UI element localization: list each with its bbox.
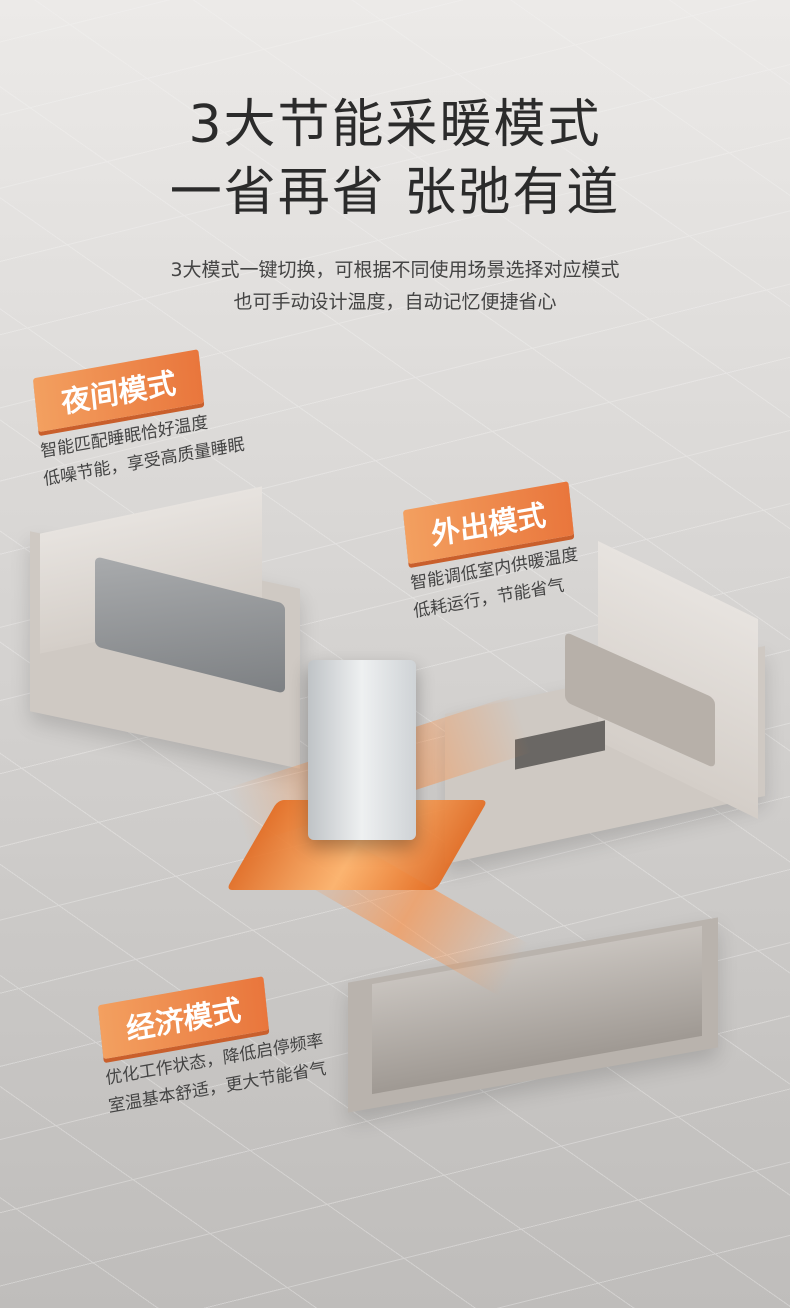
subtitle: 3大模式一键切换，可根据不同使用场景选择对应模式 <box>170 259 620 281</box>
page-title-secondary: 一省再省 张弛有道 <box>169 163 621 223</box>
heater-unit <box>308 660 416 840</box>
subtitle: 也可手动设计温度，自动记忆便捷省心 <box>233 291 557 313</box>
page-title: 3大节能采暖模式 <box>188 95 602 155</box>
